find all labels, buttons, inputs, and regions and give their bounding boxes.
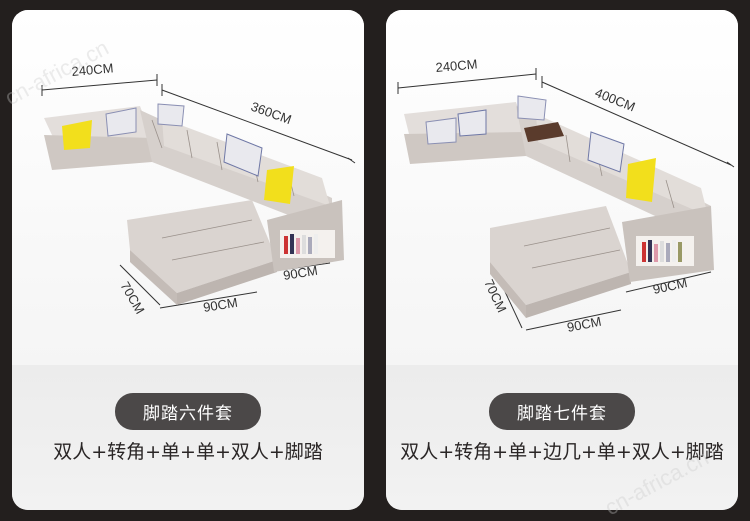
dim-label-bottom-a: 90CM bbox=[566, 314, 603, 335]
combination-text: 双人+转角+单+单+双人+脚踏 bbox=[53, 441, 323, 463]
sofa-illustration: 240CM 400CM 70CM 90CM 90CM bbox=[397, 56, 735, 335]
dim-label-top-left: 240CM bbox=[435, 56, 478, 75]
card-caption-area: 脚踏六件套 双人+转角+单+单+双人+脚踏 bbox=[12, 365, 364, 510]
shelf-books bbox=[284, 234, 318, 254]
card-caption-area: 脚踏七件套 双人+转角+单+边几+单+双人+脚踏 bbox=[386, 365, 738, 510]
dim-line-side bbox=[119, 264, 161, 306]
dim-label-top-right: 400CM bbox=[593, 85, 637, 115]
patterned-pillow bbox=[517, 95, 547, 121]
dim-line-bottom-a bbox=[525, 309, 622, 331]
sofa-illustration: 240CM 360CM 70CM 90CM 90CM bbox=[41, 60, 356, 317]
dim-line-top-left bbox=[41, 79, 158, 91]
patterned-pillow bbox=[457, 109, 487, 137]
patterned-pillow bbox=[587, 131, 625, 173]
product-card-six-piece: 240CM 360CM 70CM 90CM 90CM bbox=[12, 10, 364, 510]
combination-text: 双人+转角+单+边几+单+双人+脚踏 bbox=[400, 441, 724, 463]
dim-line-top-left bbox=[397, 73, 537, 89]
sofa-photo: 240CM 360CM 70CM 90CM 90CM bbox=[12, 10, 364, 365]
product-card-seven-piece: 240CM 400CM 70CM 90CM 90CM bbox=[386, 10, 738, 510]
set-label-badge: 脚踏六件套 bbox=[115, 393, 261, 430]
yellow-pillow bbox=[626, 158, 656, 202]
dim-label-top-left: 240CM bbox=[71, 60, 114, 79]
dim-line-top-right bbox=[541, 81, 732, 166]
dim-line-top-right bbox=[161, 89, 353, 161]
patterned-pillow bbox=[425, 117, 457, 145]
set-label-badge: 脚踏七件套 bbox=[489, 393, 635, 430]
dim-line-bottom-a bbox=[159, 291, 258, 309]
dim-label-top-right: 360CM bbox=[249, 99, 294, 127]
yellow-pillow bbox=[264, 166, 294, 204]
side-table bbox=[524, 122, 564, 142]
dim-label-bottom-a: 90CM bbox=[202, 295, 239, 315]
sofa-photo: 240CM 400CM 70CM 90CM 90CM bbox=[386, 10, 738, 365]
dim-label-bottom-b: 90CM bbox=[652, 275, 689, 297]
patterned-pillow bbox=[223, 133, 263, 177]
dim-label-side: 70CM bbox=[117, 279, 147, 317]
shelf-books bbox=[642, 240, 682, 262]
patterned-pillow bbox=[105, 107, 137, 137]
patterned-pillow bbox=[157, 103, 185, 127]
yellow-pillow bbox=[62, 120, 92, 150]
dim-line-bottom-b bbox=[625, 271, 712, 293]
